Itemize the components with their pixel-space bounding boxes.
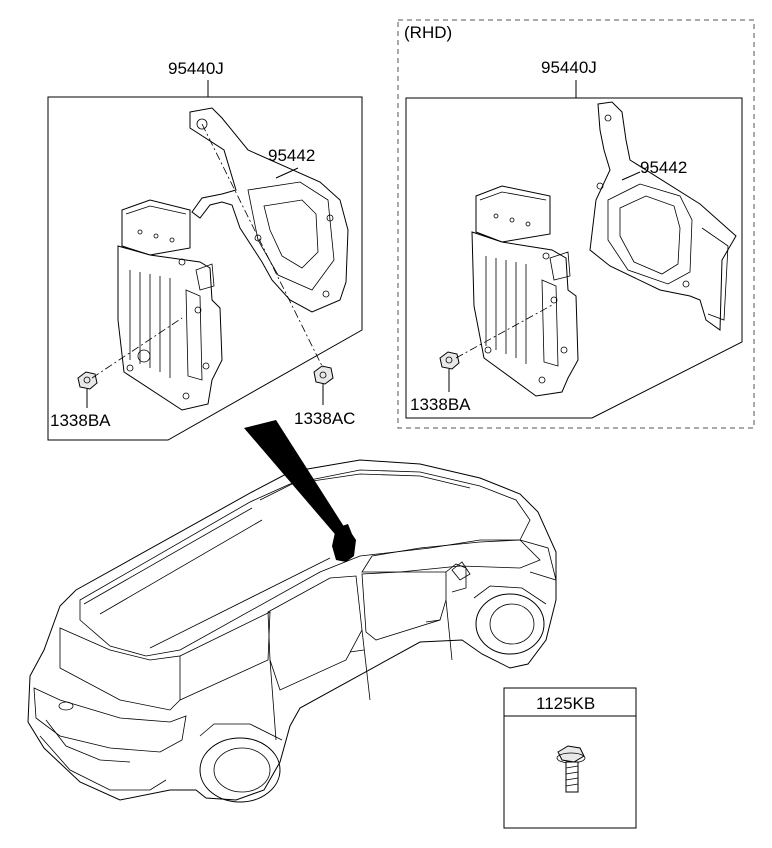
left-panel-frame <box>47 96 363 441</box>
left-nut2-label: 1338AC <box>294 409 356 428</box>
right-nut-label: 1338BA <box>410 395 471 414</box>
rhd-panel-frame <box>405 97 743 419</box>
left-plate-label: 95442 <box>268 146 316 165</box>
rhd-dashed-frame <box>397 19 755 429</box>
rhd-panel <box>397 19 755 429</box>
minivan-illustration <box>27 459 557 803</box>
right-centerline <box>455 303 555 359</box>
left-centerline-1 <box>201 123 324 369</box>
rhd-tag: (RHD) <box>404 23 453 42</box>
right-plate-leader <box>621 171 641 181</box>
left-nut-1338AC <box>313 365 334 405</box>
bolt-1125KB <box>556 745 586 793</box>
right-ecu-module <box>471 185 579 397</box>
left-ecu-module <box>117 199 223 411</box>
left-plate-leader <box>275 167 299 179</box>
left-centerline-2 <box>91 317 183 379</box>
right-bracket-label: 95440J <box>541 58 597 77</box>
left-panel <box>47 80 363 441</box>
left-bracket-95442 <box>189 107 349 313</box>
right-plate-label: 95442 <box>640 158 688 177</box>
left-nut-label: 1338BA <box>50 411 111 430</box>
location-pointer <box>244 420 350 540</box>
right-nut-1338BA <box>439 351 460 392</box>
left-nut-1338BA <box>77 371 98 408</box>
module-location-silhouette <box>332 524 356 562</box>
right-bracket-95442 <box>589 101 737 331</box>
bolt-box-title: 1125KB <box>536 694 596 713</box>
bolt-box <box>503 687 637 829</box>
left-bracket-label: 95440J <box>168 59 224 78</box>
